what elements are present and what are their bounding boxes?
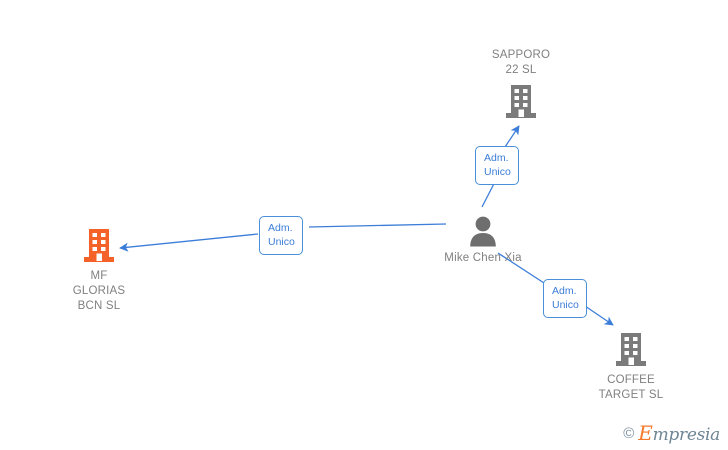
empresia-wordmark: Empresia <box>638 423 720 444</box>
building-icon <box>506 85 536 118</box>
node-sapporo-22-sl[interactable]: SAPPORO 22 SL <box>451 48 591 121</box>
person-icon <box>470 216 496 247</box>
relation-label-coffee[interactable]: Adm. Unico <box>543 279 587 318</box>
node-label-mike-chen-xia: Mike Chen Xia <box>444 252 522 264</box>
node-mf-glorias-bcn-sl[interactable]: MF GLORIAS BCN SL <box>29 227 169 314</box>
empresia-watermark: © Empresia <box>623 423 720 444</box>
copyright-icon: © <box>623 425 635 442</box>
node-mike-chen-xia[interactable]: Mike Chen Xia <box>413 215 553 266</box>
building-icon <box>616 333 646 366</box>
relation-label-glorias[interactable]: Adm. Unico <box>259 216 303 255</box>
empresia-wordmark-rest: mpresia <box>652 425 721 445</box>
empresia-wordmark-initial: E <box>638 421 653 445</box>
node-label-coffee-target: COFFEE TARGET SL <box>598 374 664 401</box>
building-icon <box>84 229 114 262</box>
relation-label-sapporo[interactable]: Adm. Unico <box>475 146 519 185</box>
node-label-sapporo: SAPPORO 22 SL <box>491 49 551 76</box>
node-label-mf-glorias: MF GLORIAS BCN SL <box>72 270 126 312</box>
node-coffee-target-sl[interactable]: COFFEE TARGET SL <box>561 331 701 403</box>
